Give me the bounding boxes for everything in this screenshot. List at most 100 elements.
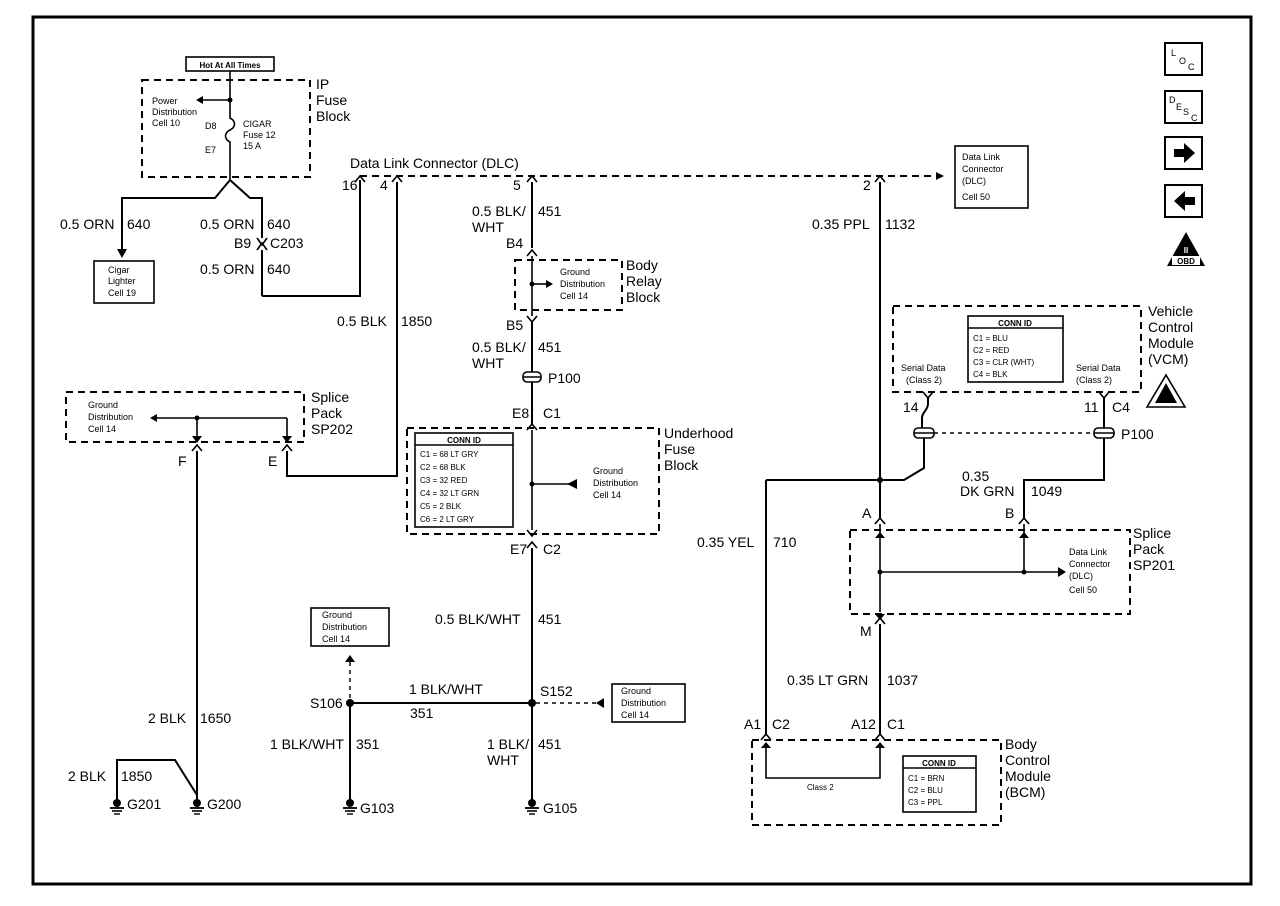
svg-text:0.5 ORN: 0.5 ORN	[200, 261, 254, 277]
vehicle-control-module	[892, 305, 1142, 393]
sp201-pin-a: A	[862, 505, 872, 521]
dlc-pin-2: 2	[863, 177, 871, 193]
splice-s152	[528, 699, 536, 707]
p100-inline-vcm-left	[913, 427, 935, 439]
svg-text:1650: 1650	[200, 710, 231, 726]
svg-text:0.5 BLK/WHT: 0.5 BLK/WHT	[435, 611, 521, 627]
svg-text:(DLC): (DLC)	[1069, 571, 1093, 581]
wire-1650-label: 2 BLK 1650	[148, 710, 231, 726]
svg-text:SP201: SP201	[1133, 557, 1175, 573]
svg-text:0.5 ORN: 0.5 ORN	[60, 216, 114, 232]
svg-text:WHT: WHT	[472, 355, 504, 371]
sp202-pin-e: E	[268, 453, 277, 469]
svg-text:Pack: Pack	[311, 405, 343, 421]
wire-451-b-label: 0.5 BLK/ WHT 451	[472, 339, 562, 371]
svg-text:OBD: OBD	[1177, 257, 1195, 266]
svg-text:C2 = BLU: C2 = BLU	[908, 786, 943, 795]
wire-640-upper-label: 0.5 ORN 640	[200, 216, 291, 232]
vcm-title: Vehicle Control Module (VCM)	[1148, 303, 1194, 367]
p100-inline-vcm-right: P100	[1093, 426, 1154, 442]
ground-g105: G105	[525, 799, 577, 816]
dlc-ref-box: Data Link Connector (DLC) Cell 50	[954, 145, 1029, 209]
svg-text:0.35 PPL: 0.35 PPL	[812, 216, 870, 232]
svg-text:O: O	[1179, 56, 1186, 66]
svg-text:Cell 14: Cell 14	[560, 291, 588, 301]
svg-text:Fuse: Fuse	[316, 92, 347, 108]
svg-text:1049: 1049	[1031, 483, 1062, 499]
svg-text:C3 = PPL: C3 = PPL	[908, 798, 943, 807]
svg-text:Pack: Pack	[1133, 541, 1165, 557]
wire-451-a-label: 0.5 BLK/ WHT 451	[472, 203, 562, 235]
svg-text:Distribution: Distribution	[322, 622, 367, 632]
b5-pin: B5	[506, 317, 523, 333]
svg-text:Data Link: Data Link	[962, 152, 1001, 162]
underhood-ground-distribution-ref: Ground Distribution Cell 14	[593, 466, 638, 500]
svg-text:G105: G105	[543, 800, 577, 816]
svg-text:C3 = CLR (WHT): C3 = CLR (WHT)	[973, 358, 1034, 367]
svg-text:(DLC): (DLC)	[962, 176, 986, 186]
cigar-lighter-label: Cigar Lighter Cell 19	[108, 265, 136, 298]
svg-text:0.5 BLK/: 0.5 BLK/	[472, 203, 526, 219]
dlc-pin-16: 16	[342, 177, 358, 193]
location-icon[interactable]: L O C	[1164, 42, 1203, 76]
p100-inline-left: P100	[522, 370, 581, 386]
svg-text:P100: P100	[1121, 426, 1154, 442]
svg-text:0.5 BLK: 0.5 BLK	[337, 313, 387, 329]
wire-1049-label: 0.35 DK GRN 1049	[960, 468, 1062, 499]
svg-text:P100: P100	[548, 370, 581, 386]
svg-text:SP202: SP202	[311, 421, 353, 437]
svg-text:Body: Body	[1005, 736, 1037, 752]
svg-text:710: 710	[773, 534, 797, 550]
wire-1132-label: 0.35 PPL 1132	[812, 216, 915, 232]
dlc-pin-4: 4	[380, 177, 388, 193]
svg-text:Lighter: Lighter	[108, 276, 136, 286]
vcm-c4: C4	[1112, 399, 1130, 415]
obd-ii-icon: OBD II	[1167, 232, 1205, 266]
svg-text:351: 351	[410, 705, 434, 721]
svg-text:Splice: Splice	[1133, 525, 1171, 541]
svg-text:DK GRN: DK GRN	[960, 483, 1014, 499]
svg-text:451: 451	[538, 203, 562, 219]
svg-text:Ground: Ground	[593, 466, 623, 476]
svg-text:Cell 14: Cell 14	[88, 424, 116, 434]
b4-pin: B4	[506, 235, 523, 251]
svg-text:Underhood: Underhood	[664, 425, 733, 441]
svg-text:Cell 50: Cell 50	[1069, 585, 1097, 595]
wire-1850-b-label: 2 BLK 1850	[68, 768, 152, 784]
svg-text:E: E	[1176, 102, 1182, 112]
svg-text:Fuse: Fuse	[664, 441, 695, 457]
arrow-left-icon[interactable]	[1164, 184, 1203, 218]
s106-label: S106	[310, 695, 343, 711]
svg-text:C: C	[1188, 62, 1195, 72]
underhood-c2: C2	[543, 541, 561, 557]
vcm-serial-data-right: Serial Data (Class 2)	[1076, 363, 1121, 385]
svg-text:Cell 14: Cell 14	[322, 634, 350, 644]
connector-c203: B9 C203	[234, 235, 304, 251]
arrow-right-icon[interactable]	[1164, 136, 1203, 170]
bcm-title: Body Control Module (BCM)	[1005, 736, 1051, 800]
wire-351-a-label: 1 BLK/WHT 351	[409, 681, 483, 721]
vcm-pin-11: 11	[1084, 399, 1099, 415]
sp201-pin-m: M	[860, 623, 872, 639]
svg-text:1850: 1850	[401, 313, 432, 329]
svg-text:1132: 1132	[885, 216, 915, 232]
svg-text:C2 = 68 BLK: C2 = 68 BLK	[420, 463, 466, 472]
svg-text:WHT: WHT	[472, 219, 504, 235]
svg-text:Ground: Ground	[621, 686, 651, 696]
svg-text:1037: 1037	[887, 672, 918, 688]
s152-label: S152	[540, 683, 573, 699]
wire-351-b-label: 1 BLK/WHT 351	[270, 736, 380, 752]
diagram-border	[31, 15, 1253, 886]
svg-text:CONN ID: CONN ID	[447, 436, 481, 445]
svg-text:II: II	[1184, 246, 1188, 255]
dlc-title: Data Link Connector (DLC)	[350, 155, 519, 171]
svg-text:C203: C203	[270, 235, 304, 251]
body-relay-block	[514, 259, 623, 311]
svg-text:(Class 2): (Class 2)	[906, 375, 942, 385]
bcm-a1: A1	[744, 716, 761, 732]
svg-text:Distribution: Distribution	[593, 478, 638, 488]
svg-text:Ground: Ground	[322, 610, 352, 620]
svg-text:0.35 LT GRN: 0.35 LT GRN	[787, 672, 868, 688]
description-icon[interactable]: D E S C	[1164, 90, 1203, 124]
svg-text:C1 = BRN: C1 = BRN	[908, 774, 944, 783]
